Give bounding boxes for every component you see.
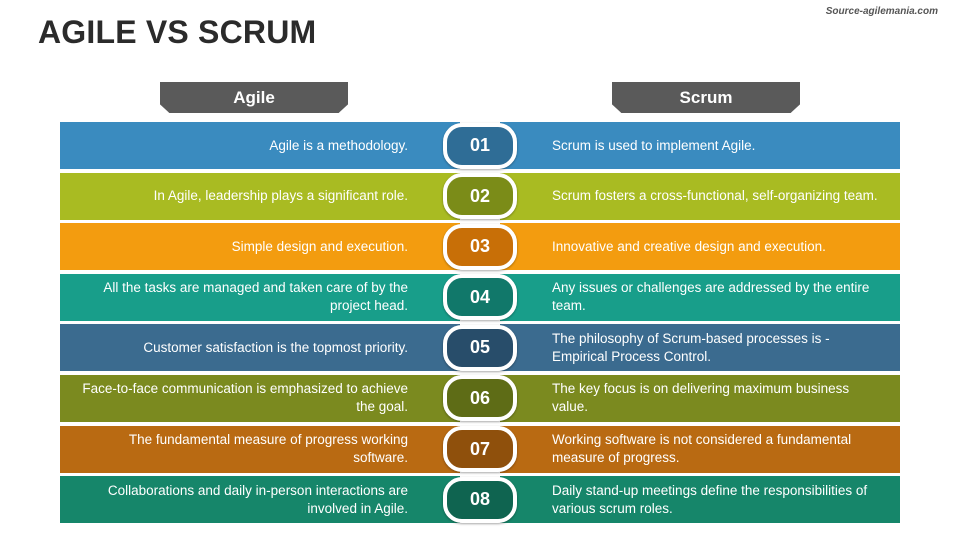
number-badge: 06 — [443, 375, 517, 422]
agile-cell: The fundamental measure of progress work… — [60, 425, 460, 473]
number-badge-wrap: 05 — [440, 323, 520, 372]
number-badge: 04 — [443, 274, 517, 321]
scrum-cell: Scrum is used to implement Agile. — [500, 122, 900, 169]
agile-cell: Collaborations and daily in-person inter… — [60, 476, 460, 524]
scrum-cell: Working software is not considered a fun… — [500, 425, 900, 473]
scrum-text: The key focus is on delivering maximum b… — [552, 381, 850, 415]
agile-text: Face-to-face communication is emphasized… — [82, 381, 408, 415]
agile-text: Simple design and execution. — [231, 238, 408, 254]
agile-text: In Agile, leadership plays a significant… — [153, 188, 408, 204]
agile-cell: Face-to-face communication is emphasized… — [60, 374, 460, 422]
number-badge: 05 — [443, 324, 517, 371]
comparison-row-05: Customer satisfaction is the topmost pri… — [60, 323, 900, 372]
agile-column-header: Agile — [160, 82, 348, 113]
scrum-cell: Daily stand-up meetings define the respo… — [500, 476, 900, 524]
number-badge-wrap: 04 — [440, 273, 520, 322]
scrum-column-header: Scrum — [612, 82, 800, 113]
comparison-row-02: In Agile, leadership plays a significant… — [60, 172, 900, 221]
number-badge: 02 — [443, 173, 517, 220]
scrum-text: Any issues or challenges are addressed b… — [552, 280, 870, 314]
page-title: AGILE VS SCRUM — [38, 14, 317, 50]
agile-text: The fundamental measure of progress work… — [128, 432, 408, 466]
scrum-text: Innovative and creative design and execu… — [552, 238, 826, 254]
number-badge-wrap: 08 — [440, 475, 520, 524]
number-badge: 03 — [443, 223, 517, 270]
comparison-row-04: All the tasks are managed and taken care… — [60, 273, 900, 322]
agile-cell: Simple design and execution. — [60, 223, 460, 271]
agile-text: All the tasks are managed and taken care… — [103, 280, 408, 314]
comparison-table: Agile is a methodology. Scrum is used to… — [60, 122, 900, 527]
number-badge-wrap: 06 — [440, 374, 520, 423]
scrum-text: Working software is not considered a fun… — [552, 432, 852, 466]
scrum-text: Daily stand-up meetings define the respo… — [552, 482, 868, 516]
scrum-cell: Innovative and creative design and execu… — [500, 223, 900, 271]
comparison-row-01: Agile is a methodology. Scrum is used to… — [60, 122, 900, 169]
source-credit: Source-agilemania.com — [825, 6, 938, 17]
number-badge-wrap: 02 — [440, 172, 520, 221]
comparison-row-07: The fundamental measure of progress work… — [60, 425, 900, 474]
number-badge: 01 — [443, 122, 517, 169]
number-badge-wrap: 03 — [440, 222, 520, 271]
agile-cell: All the tasks are managed and taken care… — [60, 273, 460, 321]
number-badge-wrap: 01 — [440, 121, 520, 170]
agile-text: Agile is a methodology. — [269, 137, 408, 153]
agile-cell: Customer satisfaction is the topmost pri… — [60, 324, 460, 372]
scrum-cell: Any issues or challenges are addressed b… — [500, 273, 900, 321]
comparison-row-03: Simple design and execution. Innovative … — [60, 222, 900, 271]
number-badge-wrap: 07 — [440, 425, 520, 474]
scrum-cell: The philosophy of Scrum-based processes … — [500, 324, 900, 372]
agile-cell: Agile is a methodology. — [60, 122, 460, 169]
comparison-row-06: Face-to-face communication is emphasized… — [60, 374, 900, 423]
agile-text: Collaborations and daily in-person inter… — [107, 482, 408, 516]
scrum-text: Scrum is used to implement Agile. — [552, 137, 756, 153]
agile-text: Customer satisfaction is the topmost pri… — [143, 339, 408, 355]
agile-cell: In Agile, leadership plays a significant… — [60, 172, 460, 220]
scrum-cell: Scrum fosters a cross-functional, self-o… — [500, 172, 900, 220]
scrum-cell: The key focus is on delivering maximum b… — [500, 374, 900, 422]
number-badge: 08 — [443, 476, 517, 523]
scrum-text: The philosophy of Scrum-based processes … — [552, 330, 830, 364]
scrum-text: Scrum fosters a cross-functional, self-o… — [552, 188, 878, 204]
number-badge: 07 — [443, 426, 517, 473]
comparison-row-08: Collaborations and daily in-person inter… — [60, 475, 900, 524]
